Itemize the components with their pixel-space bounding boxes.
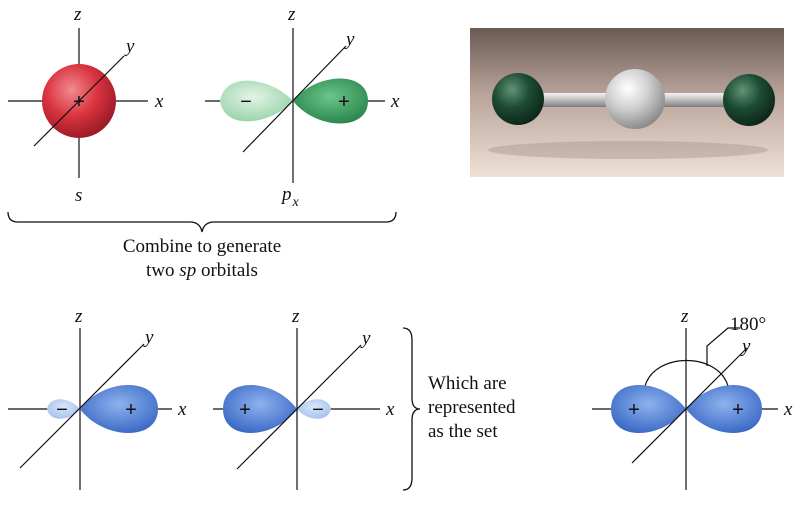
sp1-minus-sign: − bbox=[56, 399, 68, 421]
px-label-sub: x bbox=[292, 195, 300, 210]
sp-orbital-2-panel: + − z y x bbox=[213, 306, 395, 490]
sp2-minus-sign: − bbox=[312, 399, 324, 421]
sp1-y-label: y bbox=[143, 327, 154, 348]
sp2-large-lobe bbox=[223, 384, 297, 434]
s-z-label: z bbox=[73, 4, 82, 25]
set-angle-arc bbox=[644, 359, 729, 387]
set-angle-leader bbox=[706, 327, 740, 366]
set-z-label: z bbox=[680, 306, 689, 327]
set-caption-line1: Which are bbox=[428, 373, 507, 394]
set-x-label: x bbox=[783, 399, 793, 420]
px-plus-sign: + bbox=[338, 91, 350, 113]
combine-caption-line2: two sp orbitals bbox=[146, 260, 258, 281]
set-right-plus-sign: + bbox=[732, 399, 744, 421]
s-x-label: x bbox=[154, 91, 164, 112]
model-atom-left bbox=[492, 73, 544, 125]
sp1-large-lobe bbox=[80, 384, 158, 434]
px-orbital-label: px bbox=[280, 184, 300, 210]
s-y-axis bbox=[33, 55, 125, 147]
combine-caption-line1: Combine to generate bbox=[123, 236, 281, 257]
px-x-label: x bbox=[390, 91, 400, 112]
px-lobe-positive bbox=[293, 78, 368, 124]
model-atom-right bbox=[723, 74, 775, 126]
model-bond-left bbox=[535, 93, 615, 107]
sp2-y-axis bbox=[236, 344, 362, 470]
px-minus-sign: − bbox=[240, 91, 252, 113]
set-caption-line2: represented bbox=[428, 397, 516, 418]
sp-hybrid-set-panel: + + z y x 180° bbox=[592, 306, 793, 490]
sp1-small-lobe bbox=[47, 399, 80, 419]
sp2-x-label: x bbox=[385, 399, 395, 420]
px-lobe-negative bbox=[220, 80, 293, 122]
px-y-axis bbox=[242, 45, 347, 153]
combine-brace bbox=[7, 211, 397, 233]
set-caption-line3: as the set bbox=[428, 421, 498, 442]
px-label-main: p bbox=[280, 184, 292, 205]
angle-label: 180° bbox=[730, 314, 766, 335]
px-orbital-panel: − + z y x px bbox=[205, 4, 400, 210]
s-orbital-label: s bbox=[75, 185, 82, 206]
set-y-label: y bbox=[740, 336, 751, 357]
set-y-axis bbox=[631, 347, 748, 464]
model-bond-right bbox=[650, 93, 730, 107]
sp2-y-label: y bbox=[360, 328, 371, 349]
molecule-model-photo bbox=[470, 28, 784, 177]
model-atom-center bbox=[605, 69, 665, 129]
px-z-label: z bbox=[287, 4, 296, 25]
sp1-plus-sign: + bbox=[125, 399, 137, 421]
sp1-x-label: x bbox=[177, 399, 187, 420]
px-y-label: y bbox=[344, 29, 355, 50]
set-left-lobe bbox=[611, 384, 686, 434]
s-plus-sign: + bbox=[73, 91, 85, 113]
sp1-z-label: z bbox=[74, 306, 83, 327]
sp-orbital-1-panel: − + z y x bbox=[8, 306, 187, 490]
sp2-plus-sign: + bbox=[239, 399, 251, 421]
s-y-label: y bbox=[124, 36, 135, 57]
set-brace bbox=[402, 327, 421, 491]
sp2-z-label: z bbox=[291, 306, 300, 327]
set-right-lobe bbox=[686, 384, 762, 434]
sp2-small-lobe bbox=[297, 399, 331, 419]
set-left-plus-sign: + bbox=[628, 399, 640, 421]
s-orbital-panel: + z y x s bbox=[8, 4, 164, 206]
sp1-y-axis bbox=[19, 343, 145, 469]
